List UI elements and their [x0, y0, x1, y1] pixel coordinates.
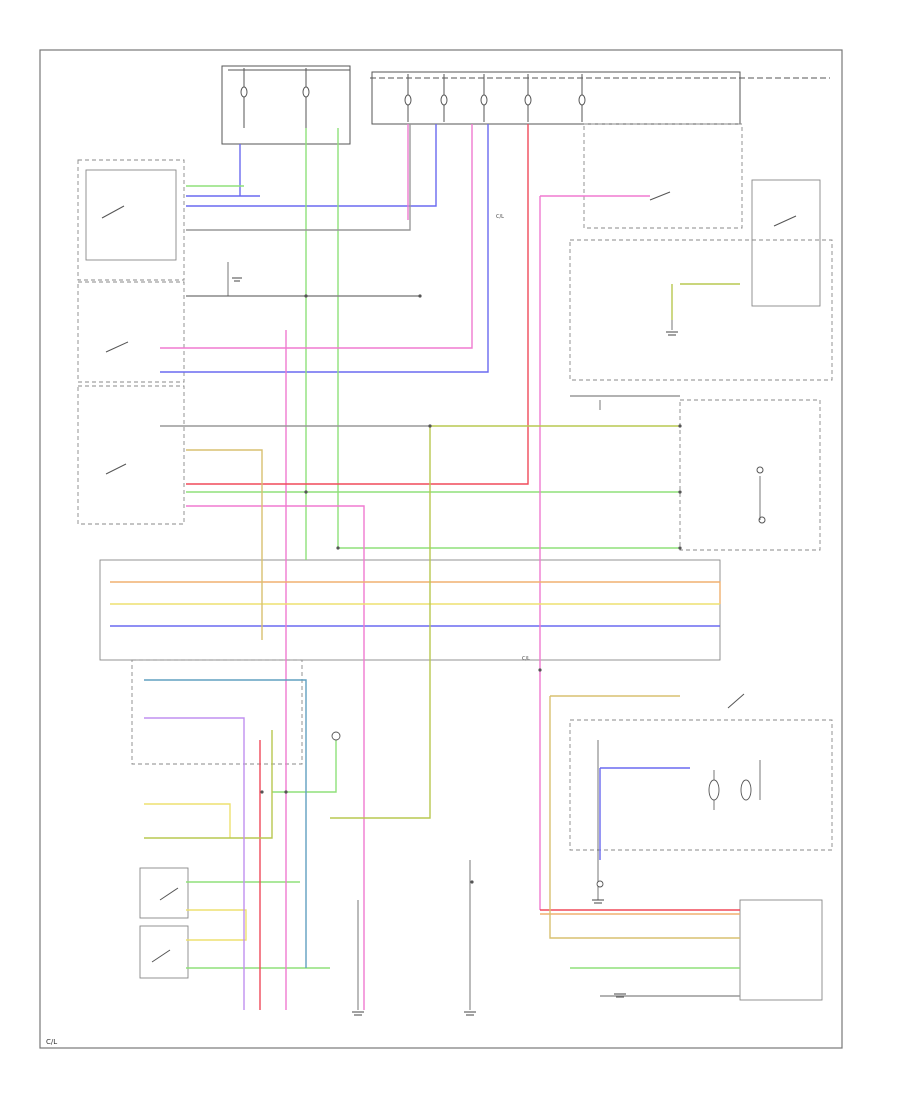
ground-icon — [592, 899, 604, 904]
bottom-left-switch-1 — [139, 867, 189, 919]
left-relay-inner — [85, 169, 177, 261]
wire-olive-2 — [671, 283, 740, 320]
pressure-switch-1 — [159, 887, 179, 901]
blower-relay-box — [77, 385, 185, 525]
wire-yellow-2 — [186, 909, 247, 941]
fuse-4 — [440, 74, 448, 122]
right-switch-box — [751, 179, 821, 307]
fuse-3 — [404, 74, 412, 122]
connector-label: C/L — [522, 656, 530, 662]
sensor-symbol — [331, 731, 341, 741]
right-resistor-box — [569, 239, 833, 381]
left-relay-box — [77, 159, 185, 281]
connector-block — [99, 559, 721, 661]
wire-pink-2 — [186, 505, 365, 1010]
bottom-left-switch-2 — [139, 925, 189, 979]
wire-blue-1 — [186, 124, 437, 207]
relay-contact-2 — [105, 341, 129, 353]
wire-olive-5 — [549, 695, 740, 939]
right-module-box — [583, 123, 743, 229]
connector-pins — [260, 294, 682, 884]
wire-olive-3 — [186, 449, 263, 640]
wire-orange-1 — [110, 581, 721, 604]
wire-red-1 — [186, 124, 529, 485]
fuse-5 — [480, 74, 488, 122]
wire-yellow-1 — [144, 803, 231, 838]
small-components — [331, 731, 752, 888]
fuse-bus — [221, 65, 830, 145]
relay-contact-3 — [105, 463, 127, 475]
wire-purple-1 — [144, 717, 245, 1010]
fuse-2 — [302, 68, 310, 128]
ground-symbols — [232, 277, 678, 1016]
diagram-code: C/L — [46, 1038, 57, 1046]
wire-olive-1 — [330, 425, 680, 819]
diagram-frame — [39, 49, 843, 1049]
pressure-switch-2 — [151, 949, 171, 963]
bottom-right-module — [739, 899, 823, 1001]
wire-gray-3 — [186, 124, 411, 231]
wire-blue-4 — [599, 767, 690, 860]
blower-switch-contact — [727, 693, 745, 709]
fuse-6 — [524, 74, 532, 122]
ground-icon — [352, 1011, 364, 1016]
ground-icon — [232, 277, 242, 282]
mid-relay-box — [77, 281, 185, 383]
sensor-label: C/L — [496, 214, 504, 220]
diode-symbol — [596, 880, 604, 888]
fuse-group — [240, 68, 586, 128]
ground-icon — [614, 993, 626, 998]
ground-icon — [666, 331, 678, 336]
relay-contact-1 — [101, 205, 125, 219]
right-switch-contact — [773, 215, 797, 227]
connector-block-lower — [131, 659, 303, 765]
fuse-7 — [578, 74, 586, 122]
switch-contacts — [101, 191, 797, 963]
component-boxes — [77, 123, 833, 1001]
wire-green-4 — [272, 740, 337, 793]
wires — [110, 124, 740, 1010]
lamp-symbol-1 — [708, 779, 720, 801]
mode-switch-box — [679, 399, 821, 551]
module-contact — [649, 191, 671, 201]
lamp-symbol-2 — [740, 779, 752, 801]
fuse-1 — [240, 68, 248, 128]
black-connections — [227, 262, 761, 1010]
wire-teal-1 — [144, 679, 307, 968]
wire-pink-4 — [539, 195, 600, 910]
ground-icon — [464, 1011, 476, 1016]
wire-blue-2 — [160, 124, 489, 373]
wire-pink-1 — [160, 124, 473, 349]
wire-olive-4 — [144, 730, 273, 839]
